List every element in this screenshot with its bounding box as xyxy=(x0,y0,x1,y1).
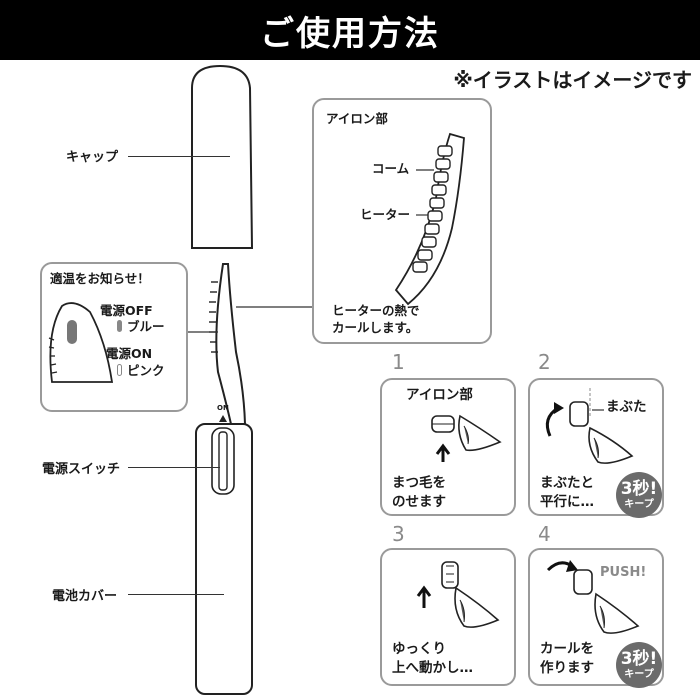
step-3-line2: 上へ動かし… xyxy=(392,660,473,676)
step-3-eye-icon xyxy=(454,586,500,628)
title-bar: ご使用方法 xyxy=(0,0,700,60)
step-4-badge-seconds: 3秒! xyxy=(620,648,658,669)
step-1-line1: まつ毛を xyxy=(392,475,446,491)
power-on-label: 電源ON xyxy=(106,346,153,361)
cap-leader xyxy=(128,156,230,157)
step-2-line1: まぶたと xyxy=(540,475,594,491)
step-2-iron-icon xyxy=(569,401,589,427)
on-mark-label: ON xyxy=(217,404,229,412)
heater-label: ヒーター xyxy=(360,207,411,222)
power-off-label: 電源OFF xyxy=(100,303,153,318)
iron-desc-line2: カールします。 xyxy=(332,320,419,335)
iron-closeup-illustration xyxy=(394,132,465,306)
illustration-note: ※イラストはイメージです xyxy=(453,68,692,92)
step-4-line1: カールを xyxy=(540,641,594,657)
step-2-eye-icon xyxy=(588,426,634,464)
step-4-badge-keep: キープ xyxy=(624,668,654,680)
step-2-line2: 平行に… xyxy=(540,494,594,510)
step-3-up-arrow-icon xyxy=(416,585,432,608)
comb-teeth xyxy=(209,281,218,353)
step-2-keep-badge: 3秒! キープ xyxy=(616,472,662,518)
step-2-badge-seconds: 3秒! xyxy=(620,478,658,499)
blue-label: ブルー xyxy=(127,319,165,334)
cap-label: キャップ xyxy=(66,150,119,165)
page-title: ご使用方法 xyxy=(260,13,440,54)
step-3-number: 3 xyxy=(392,522,405,546)
indicator-window-icon xyxy=(67,320,77,344)
heating-arm xyxy=(215,263,247,425)
step-4-push-label: PUSH! xyxy=(600,565,647,580)
step-2-illustration xyxy=(545,388,634,464)
step-2-number: 2 xyxy=(538,350,551,374)
step-4-eye-icon xyxy=(594,592,640,634)
step-1-top-label: アイロン部 xyxy=(406,387,473,403)
battery-cover-label: 電池カバー xyxy=(52,589,118,604)
comb-label: コーム xyxy=(372,161,410,176)
iron-panel-title: アイロン部 xyxy=(326,111,388,126)
iron-desc-line1: ヒーターの熱で xyxy=(332,303,420,318)
on-triangle-icon xyxy=(219,415,227,422)
pink-indicator-icon xyxy=(117,364,122,376)
power-switch-knob xyxy=(218,431,228,491)
step-3-line1: ゆっくり xyxy=(392,641,446,657)
temp-panel-title: 適温をお知らせ！ xyxy=(50,271,150,286)
switch-leader xyxy=(128,467,220,468)
step-2-top-label: まぶた xyxy=(606,399,647,415)
pink-label: ピンク xyxy=(127,363,165,378)
step-1-line2: のせます xyxy=(392,494,446,510)
closeup-comb-teeth xyxy=(48,337,58,374)
step-1-illustration xyxy=(431,414,502,462)
step-4-iron-icon xyxy=(573,569,593,595)
step-2-badge-keep: キープ xyxy=(624,498,654,510)
step-1-panel xyxy=(380,378,516,516)
battery-leader xyxy=(128,594,224,595)
step-4-keep-badge: 3秒! キープ xyxy=(616,642,662,688)
device-body xyxy=(195,423,253,695)
step-4-illustration xyxy=(546,560,640,634)
step-4-number: 4 xyxy=(538,522,551,546)
arm-closeup xyxy=(49,302,114,383)
temp-panel-illustration xyxy=(48,302,114,383)
step-3-illustration xyxy=(416,561,500,628)
step-1-up-arrow-icon xyxy=(435,443,451,462)
power-switch-label: 電源スイッチ xyxy=(42,462,121,477)
heater-coils xyxy=(412,145,453,273)
step-4-line2: 作ります xyxy=(540,660,594,676)
step-1-number: 1 xyxy=(392,350,405,374)
cap-shape xyxy=(191,64,254,249)
step-1-eye-icon xyxy=(458,414,502,452)
blue-indicator-icon xyxy=(117,320,122,332)
